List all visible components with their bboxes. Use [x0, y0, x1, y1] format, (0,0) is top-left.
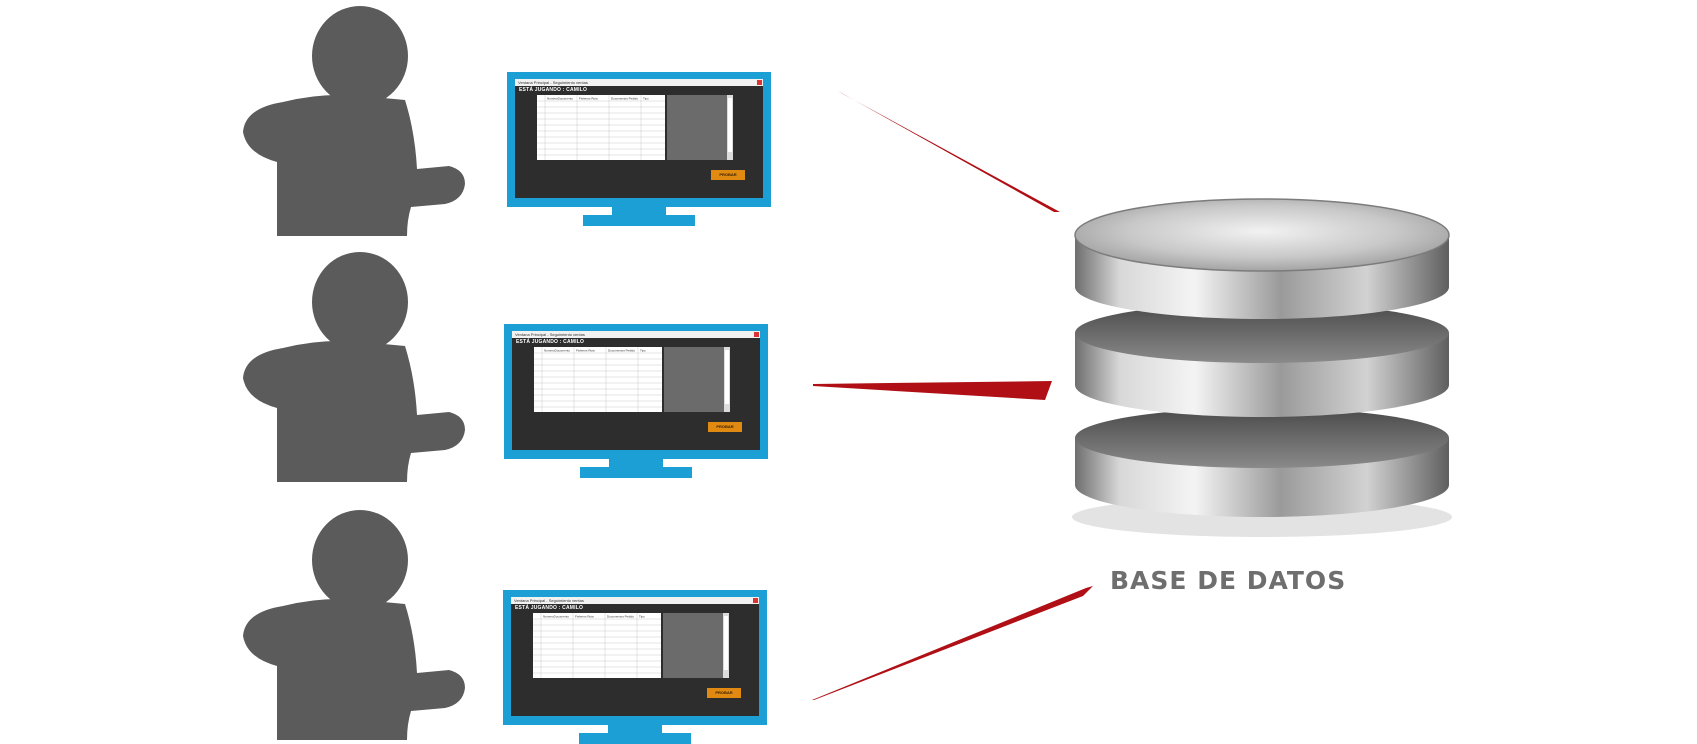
grid-header-2: Fisheros Ruta: [576, 349, 595, 353]
user-station-2: Ventana Principal - Seguimiento ventas E…: [225, 250, 785, 482]
grid-header-1: NumeroDocumento: [547, 97, 573, 101]
grid-header-3: Documentos Pedido: [611, 97, 638, 101]
window-heading: ESTÁ JUGANDO : CAMILO: [515, 605, 584, 611]
connector-arrows: [812, 91, 1093, 700]
app-window: Ventana Principal - Seguimiento ventas E…: [511, 597, 759, 716]
connector-arrow-middle: [813, 381, 1052, 400]
app-window: Ventana Principal - Seguimiento ventas E…: [515, 79, 763, 198]
window-title: Ventana Principal - Seguimiento ventas: [515, 79, 763, 86]
connector-arrow-top: [838, 91, 1060, 212]
grid-header-4: Tipo: [643, 97, 649, 101]
monitor-neck: [608, 723, 662, 733]
side-panel: [663, 613, 723, 678]
grid-header-4: Tipo: [639, 615, 645, 619]
grid-header-2: Fisheros Ruta: [575, 615, 594, 619]
monitor-base: [580, 467, 692, 478]
probar-button[interactable]: PROBAR: [711, 170, 745, 180]
database-label: BASE DE DATOS: [1110, 566, 1347, 595]
window-title: Ventana Principal - Seguimiento ventas: [512, 331, 760, 338]
grid-header-1: NumeroDocumento: [543, 615, 569, 619]
monitor-base: [583, 215, 695, 226]
scrollbar[interactable]: [724, 347, 730, 412]
user-station-1: Ventana Principal - Seguimiento ventas E…: [225, 4, 785, 236]
person-icon: [243, 252, 465, 482]
connector-arrow-bottom: [812, 586, 1093, 700]
scrollbar[interactable]: [727, 95, 733, 160]
grid-header-1: NumeroDocumento: [544, 349, 570, 353]
user-station-3: Ventana Principal - Seguimiento ventas E…: [225, 508, 785, 744]
monitor-neck: [609, 457, 663, 467]
person-icon: [243, 510, 465, 740]
window-heading: ESTÁ JUGANDO : CAMILO: [519, 87, 588, 93]
close-icon: [757, 80, 762, 85]
side-panel: [664, 347, 724, 412]
data-grid: NumeroDocumento Fisheros Ruta Documentos…: [533, 613, 661, 678]
monitor-base: [579, 733, 691, 744]
scrollbar[interactable]: [723, 613, 729, 678]
database-icon: [1072, 198, 1452, 537]
grid-header-4: Tipo: [640, 349, 646, 353]
grid-header-3: Documentos Pedido: [608, 349, 635, 353]
monitor-frame: Ventana Principal - Seguimiento ventas E…: [504, 324, 768, 459]
monitor-frame: Ventana Principal - Seguimiento ventas E…: [507, 72, 771, 207]
close-icon: [754, 332, 759, 337]
grid-header-2: Fisheros Ruta: [579, 97, 598, 101]
monitor-frame: Ventana Principal - Seguimiento ventas E…: [503, 590, 767, 725]
person-icon: [243, 6, 465, 236]
side-panel: [667, 95, 727, 160]
data-grid: NumeroDocumento Fisheros Ruta Documentos…: [534, 347, 662, 412]
probar-button[interactable]: PROBAR: [708, 422, 742, 432]
grid-header-3: Documentos Pedido: [607, 615, 634, 619]
data-grid: NumeroDocumento Fisheros Ruta Documentos…: [537, 95, 665, 160]
window-heading: ESTÁ JUGANDO : CAMILO: [516, 339, 585, 345]
close-icon: [753, 598, 758, 603]
app-window: Ventana Principal - Seguimiento ventas E…: [512, 331, 760, 450]
probar-button[interactable]: PROBAR: [707, 688, 741, 698]
monitor-neck: [612, 205, 666, 215]
window-title: Ventana Principal - Seguimiento ventas: [511, 597, 759, 604]
